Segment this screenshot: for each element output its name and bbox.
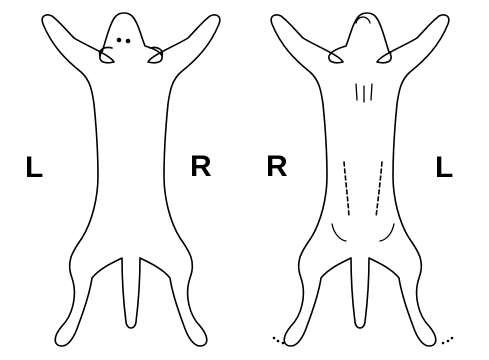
dorsal-view: L R bbox=[25, 13, 220, 346]
ventral-body-outline bbox=[271, 13, 449, 346]
ventral-groin-lines bbox=[332, 224, 394, 241]
dorsal-eye-left bbox=[117, 38, 122, 43]
dorsal-eye-right bbox=[126, 39, 131, 44]
ventral-right-label: L bbox=[435, 151, 453, 184]
ventral-abdomen-incisions bbox=[344, 162, 382, 217]
dorsal-left-label: L bbox=[25, 151, 43, 184]
dorsal-head bbox=[117, 38, 131, 44]
ventral-view: R L bbox=[266, 13, 453, 346]
ventral-chest-marks bbox=[356, 84, 372, 102]
ventral-left-label: R bbox=[266, 150, 288, 183]
dorsal-right-label: R bbox=[190, 150, 212, 183]
